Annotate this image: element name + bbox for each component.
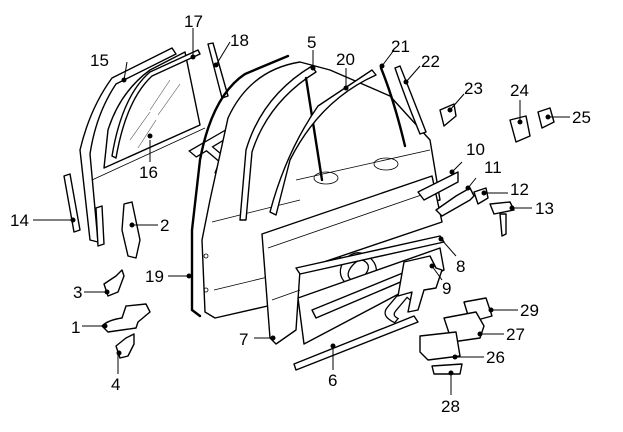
callout-19[interactable]: 19: [145, 267, 164, 286]
callout-5[interactable]: 5: [307, 33, 316, 52]
part-6-lower-moulding[interactable]: [293, 315, 419, 371]
callout-3[interactable]: 3: [73, 283, 82, 302]
callout-8[interactable]: 8: [456, 257, 465, 276]
part-5-frame-sash[interactable]: [239, 65, 324, 221]
callout-1[interactable]: 1: [71, 318, 80, 337]
callout-labels: 14 2 3 1 4 15 16 17 18 19 5 20 21 22 23 …: [10, 12, 591, 416]
callout-24[interactable]: 24: [510, 81, 529, 100]
callout-22[interactable]: 22: [421, 52, 440, 71]
part-11-inner-handle[interactable]: [435, 187, 475, 217]
part-13-lock-cylinder[interactable]: [489, 201, 515, 237]
part-9-regulator[interactable]: [397, 255, 443, 313]
part-3-upper-hinge[interactable]: [103, 269, 125, 297]
callout-18[interactable]: 18: [230, 31, 249, 50]
part-19-weatherstrip[interactable]: [190, 54, 290, 318]
callout-14[interactable]: 14: [10, 211, 29, 230]
callout-26[interactable]: 26: [486, 348, 505, 367]
part-21-pillar-seal[interactable]: [379, 66, 407, 148]
callout-2[interactable]: 2: [160, 216, 169, 235]
part-17-seal-strip[interactable]: [111, 49, 201, 159]
callout-4[interactable]: 4: [111, 375, 120, 394]
callout-20[interactable]: 20: [336, 50, 355, 69]
callout-12[interactable]: 12: [510, 180, 529, 199]
callout-6[interactable]: 6: [328, 371, 337, 390]
part-1-lower-hinge[interactable]: [101, 303, 151, 333]
callout-27[interactable]: 27: [506, 325, 525, 344]
part-20-window-moulding[interactable]: [269, 69, 377, 216]
part-10-outer-handle[interactable]: [417, 171, 459, 201]
part-24-lock-actuator[interactable]: [509, 115, 531, 143]
part-18-division-bar[interactable]: [207, 42, 229, 99]
part-14-rear-channel[interactable]: [63, 173, 105, 247]
callout-9[interactable]: 9: [442, 279, 451, 298]
part-23-latch-striker[interactable]: [439, 103, 457, 127]
callout-25[interactable]: 25: [572, 108, 591, 127]
callout-28[interactable]: 28: [441, 397, 460, 416]
callout-13[interactable]: 13: [535, 199, 554, 218]
callout-29[interactable]: 29: [520, 301, 539, 320]
part-2-hinge-bracket[interactable]: [121, 201, 141, 259]
callout-23[interactable]: 23: [464, 79, 483, 98]
callout-21[interactable]: 21: [391, 37, 410, 56]
part-26-mirror-housing[interactable]: [419, 331, 461, 361]
part-28-mirror-base-trim[interactable]: [431, 363, 463, 375]
callout-10[interactable]: 10: [466, 140, 485, 159]
callout-7[interactable]: 7: [239, 330, 248, 349]
callout-17[interactable]: 17: [184, 12, 203, 31]
part-12-handle-bezel[interactable]: [473, 187, 489, 205]
part-16-door-glass[interactable]: [103, 51, 201, 169]
callout-15[interactable]: 15: [90, 51, 109, 70]
callout-11[interactable]: 11: [484, 158, 502, 177]
callouts: [33, 28, 570, 395]
callout-16[interactable]: 16: [139, 163, 158, 182]
